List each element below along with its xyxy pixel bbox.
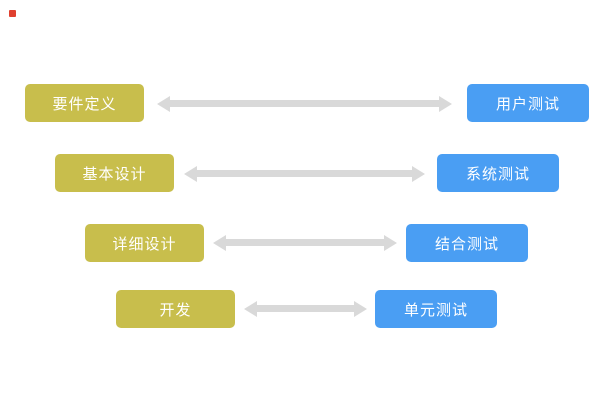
double-arrow-icon-row4 xyxy=(257,305,354,312)
double-arrow-icon-row1 xyxy=(170,100,439,107)
box-detailed-design: 详细设计 xyxy=(85,224,204,262)
box-unit-testing: 单元测试 xyxy=(375,290,497,328)
box-user-testing: 用户测试 xyxy=(467,84,589,122)
box-requirements-definition: 要件定义 xyxy=(25,84,144,122)
double-arrow-icon-row3 xyxy=(226,239,384,246)
box-system-testing: 系统测试 xyxy=(437,154,559,192)
box-development: 开发 xyxy=(116,290,235,328)
double-arrow-icon-row2 xyxy=(197,170,412,177)
box-integration-testing: 结合测试 xyxy=(406,224,528,262)
box-basic-design: 基本设计 xyxy=(55,154,174,192)
red-marker-icon xyxy=(9,10,16,17)
